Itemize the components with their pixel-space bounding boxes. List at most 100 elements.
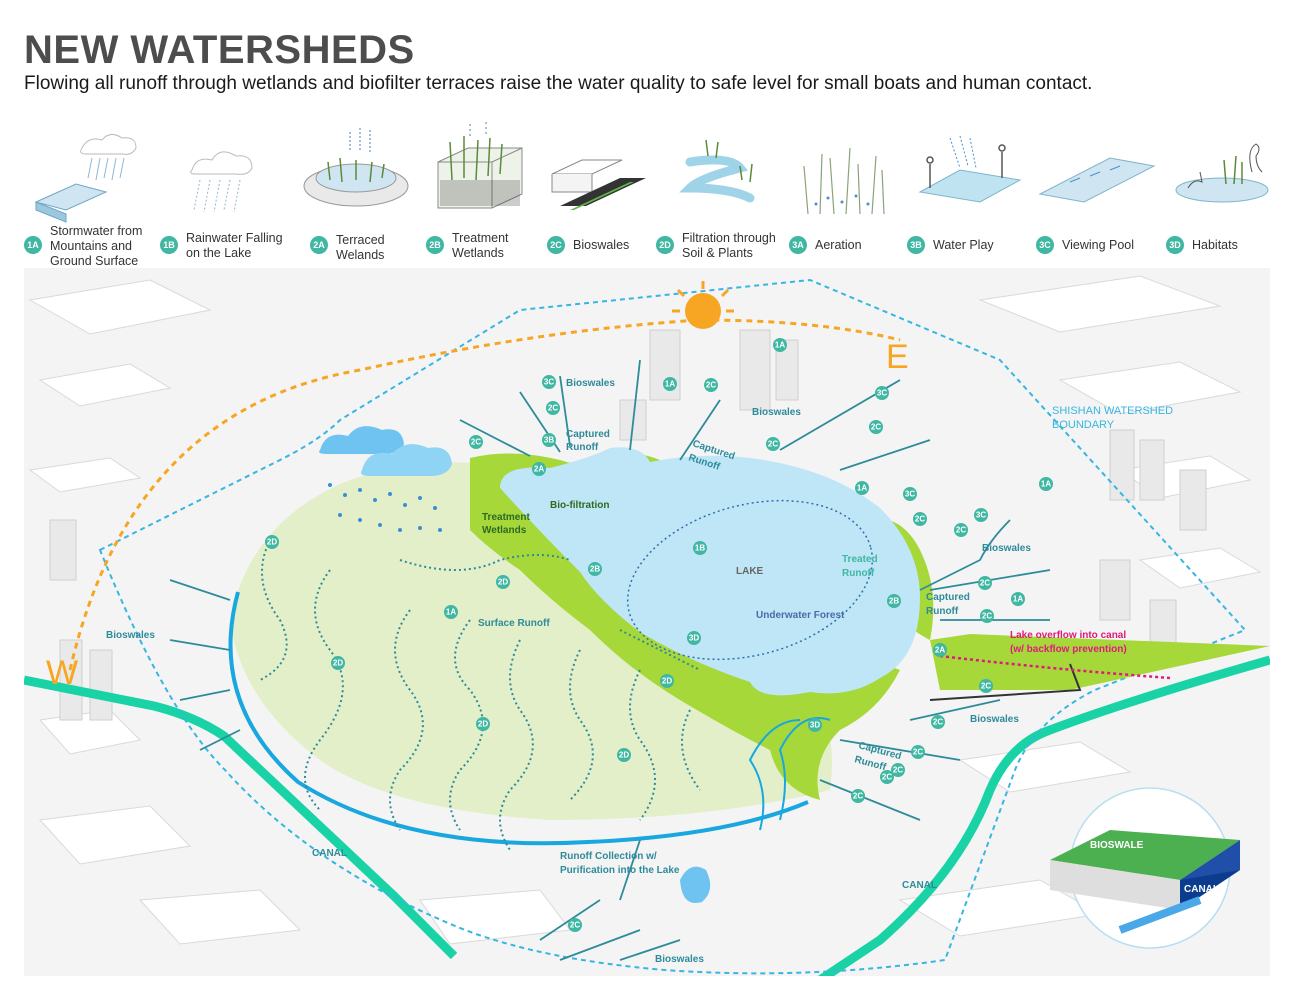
map-badge-2c: 2C [913, 512, 927, 526]
filtration-illustration-icon [679, 139, 755, 203]
legend-label: Habitats [1192, 238, 1238, 252]
treated-runoff-label: Runoff [842, 568, 875, 579]
terraced-wetlands-illustration-icon [303, 128, 409, 207]
legend-badge: 2A [310, 236, 328, 254]
map-badge-1a: 1A [1011, 592, 1025, 606]
map-badge-2c: 2C [469, 435, 483, 449]
map-badge-2c: 2C [766, 437, 780, 451]
legend-illustrations [34, 122, 1269, 223]
map-badge-2a: 2A [532, 462, 546, 476]
map-badge-3d: 3D [808, 718, 822, 732]
legend-label: Treatment Wetlands [452, 231, 509, 260]
svg-text:2C: 2C [933, 718, 943, 727]
overflow-channel [929, 663, 1082, 701]
overflow-label: Lake overflow into canal [1010, 630, 1126, 641]
map-badge-2c: 2C [979, 679, 993, 693]
map-badge-2c: 2C [978, 576, 992, 590]
wetland-canal [930, 634, 1270, 690]
map-badge-3c: 3C [875, 386, 889, 400]
map-badge-2d: 2D [265, 535, 279, 549]
svg-text:2C: 2C [982, 612, 992, 621]
svg-text:2C: 2C [570, 921, 580, 930]
map-badge-2c: 2C [931, 715, 945, 729]
bioswales-label: Bioswales [566, 378, 615, 389]
svg-text:2C: 2C [882, 773, 892, 782]
stormwater-illustration-icon [34, 134, 137, 223]
svg-text:2C: 2C [706, 381, 716, 390]
map-badge-2b: 2B [887, 594, 901, 608]
map-badge-2d: 2D [496, 575, 510, 589]
compass-east: E [886, 338, 909, 376]
legend-badge: 3D [1166, 236, 1184, 254]
legend-badge: 2B [426, 236, 444, 254]
viewing-pool-illustration-icon [1038, 157, 1156, 203]
legend-badge: 3A [789, 236, 807, 254]
svg-text:2C: 2C [913, 748, 923, 757]
canal-label: CANAL [902, 880, 937, 891]
legend-item-2a: 2A Terraced Welands [310, 226, 385, 272]
captured-runoff-label: Runoff [926, 606, 959, 617]
map-badge-1a: 1A [444, 605, 458, 619]
svg-text:2B: 2B [889, 597, 899, 606]
page-title: NEW WATERSHEDS [24, 28, 415, 72]
map-badge-2c: 2C [891, 763, 905, 777]
legend-label: Stormwater from Mountains and Ground Sur… [50, 224, 143, 268]
inset-canal-label: CANAL [1184, 884, 1219, 895]
habitats-illustration-icon [1175, 143, 1269, 203]
svg-text:1A: 1A [446, 608, 456, 617]
captured-runoff-label: Captured [926, 592, 970, 603]
map-badge-3b: 3B [542, 433, 556, 447]
legend-label: Rainwater Falling on the Lake [186, 231, 283, 260]
collection-channel [228, 591, 809, 846]
rain-cloud-icon [319, 426, 452, 532]
bio-filtration-label: Bio-filtration [550, 500, 609, 511]
map-badge-2b: 2B [588, 562, 602, 576]
canal-east [817, 655, 1270, 976]
surface-runoff-label: Surface Runoff [478, 618, 550, 629]
svg-text:2D: 2D [478, 720, 488, 729]
wetland-band [470, 452, 900, 800]
svg-text:3D: 3D [689, 634, 699, 643]
map-badge-1a: 1A [855, 481, 869, 495]
svg-text:2C: 2C [893, 766, 903, 775]
svg-text:2C: 2C [871, 423, 881, 432]
sun-icon [672, 281, 734, 329]
svg-text:2D: 2D [662, 677, 672, 686]
map-badge-2a: 2A [933, 643, 947, 657]
svg-text:2C: 2C [980, 579, 990, 588]
svg-text:2C: 2C [915, 515, 925, 524]
svg-text:3C: 3C [877, 389, 887, 398]
legend-badge: 2D [656, 236, 674, 254]
captured-runoff-label: Runoff [566, 442, 599, 453]
svg-text:3C: 3C [976, 511, 986, 520]
inset-bioswale-label: BIOSWALE [1090, 840, 1144, 851]
map-badge-1a: 1A [773, 338, 787, 352]
boundary-label: BOUNDARY [1052, 419, 1115, 431]
svg-text:3C: 3C [905, 490, 915, 499]
map-badge-2d: 2D [660, 674, 674, 688]
svg-text:2C: 2C [548, 404, 558, 413]
canal-label: CANAL [312, 848, 347, 859]
svg-text:2A: 2A [534, 465, 544, 474]
rain-cloud-illustration-icon [190, 151, 253, 213]
legend-item-2b: 2B Treatment Wetlands [426, 226, 509, 272]
legend-item-1b: 1B Rainwater Falling on the Lake [160, 226, 283, 272]
svg-text:2B: 2B [590, 565, 600, 574]
runoff-collection-label: Runoff Collection w/ [560, 851, 657, 862]
svg-text:1A: 1A [857, 484, 867, 493]
buildings [49, 329, 1207, 721]
map-badge-3c: 3C [542, 375, 556, 389]
lake [500, 447, 920, 696]
svg-text:1A: 1A [775, 341, 785, 350]
map-badge-1a: 1A [663, 377, 677, 391]
sun-path [68, 318, 901, 671]
treated-runoff-label: Treated [842, 554, 878, 565]
legend-badge: 2C [547, 236, 565, 254]
treatment-wetlands-label: Treatment [482, 512, 530, 523]
map-badge-2c: 2C [869, 420, 883, 434]
svg-text:2D: 2D [333, 659, 343, 668]
watershed-map: W E SHISHAN WATERSHED BOUNDARY LAKE Unde… [24, 268, 1270, 976]
canal-west [24, 675, 458, 960]
svg-text:1B: 1B [695, 544, 705, 553]
svg-text:1A: 1A [1013, 595, 1023, 604]
